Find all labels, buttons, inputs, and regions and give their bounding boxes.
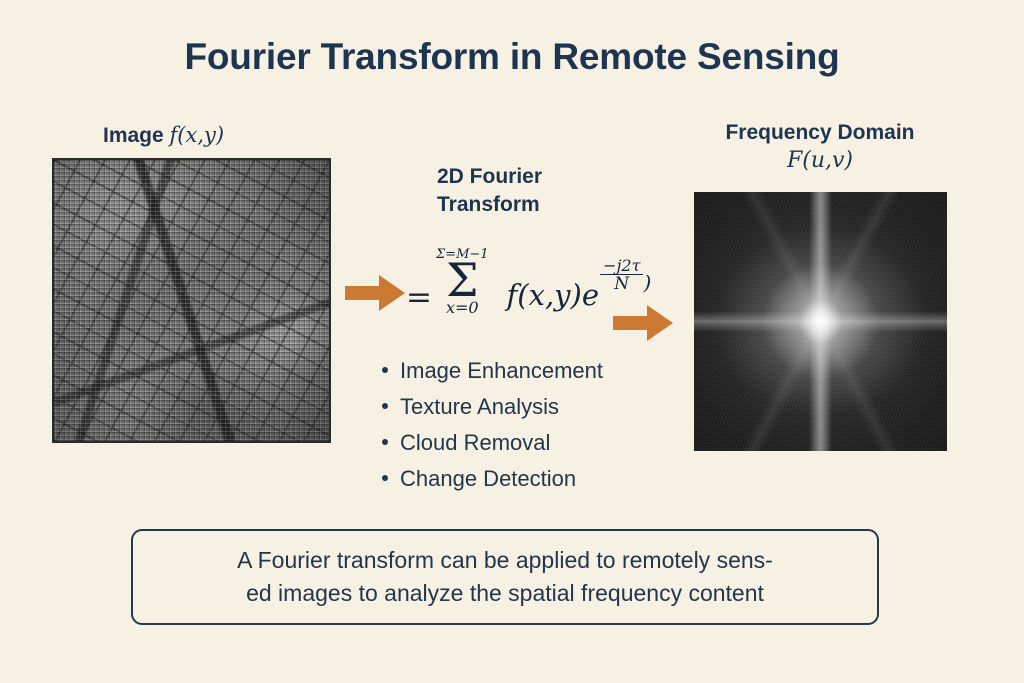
right-arrow-icon [345,272,407,319]
caption-line-1: A Fourier transform can be applied to re… [237,546,773,573]
transform-heading: 2D Fourier Transform [437,163,627,219]
formula-exponent-denominator: N [614,274,630,295]
list-item-label: Image Enhancement [400,358,604,383]
formula-summation: Σ=M−1 Σ x=0 [436,248,489,316]
list-item: Cloud Removal [382,432,603,454]
applications-list: Image Enhancement Texture Analysis Cloud… [382,360,603,504]
bullet-icon [382,367,388,373]
fourier-formula: = Σ=M−1 Σ x=0 f(x,y)e −j2τ N ) [406,248,651,316]
formula-sum-lower-limit: x=0 [445,298,479,318]
formula-exponent-numerator: −j2τ [600,257,644,276]
formula-body: f(x,y)e [506,278,600,313]
frequency-domain-label-text: Frequency Domain [725,121,915,144]
list-item-label: Texture Analysis [400,394,559,419]
satellite-image-texture [54,160,329,441]
transform-heading-line2: Transform [437,192,540,216]
spatial-image-label-math: f(x,y) [169,123,225,147]
list-item: Change Detection [382,468,603,490]
formula-trailing-paren: ) [643,270,652,295]
formula-sum-upper-limit: Σ=M−1 [435,247,489,262]
caption-text: A Fourier transform can be applied to re… [219,544,791,611]
spatial-image-label: Image f(x,y) [103,123,224,148]
caption-box: A Fourier transform can be applied to re… [131,529,879,625]
formula-equals: = [406,279,432,316]
spatial-image-label-text: Image [103,124,170,147]
satellite-image [52,158,331,443]
formula-exponent-fraction: −j2τ N [600,257,644,295]
transform-heading-line1: 2D Fourier [437,165,543,188]
bullet-icon [382,439,388,445]
right-arrow-icon [613,302,675,349]
frequency-domain-label: Frequency Domain F(u,v) [670,120,970,175]
list-item-label: Change Detection [400,466,577,491]
list-item: Image Enhancement [382,360,603,382]
frequency-spectrum-texture [694,192,947,451]
caption-line-2: ed images to analyze the spatial frequen… [246,580,764,606]
bullet-icon [382,475,388,481]
frequency-spectrum-image [694,192,947,451]
satellite-image-vignette [54,160,329,441]
formula-sum-symbol: Σ [446,253,479,307]
page-title: Fourier Transform in Remote Sensing [184,36,840,77]
frequency-domain-label-math: F(u,v) [786,148,854,174]
list-item-label: Cloud Removal [400,430,551,455]
list-item: Texture Analysis [382,396,603,418]
bullet-icon [382,403,388,409]
